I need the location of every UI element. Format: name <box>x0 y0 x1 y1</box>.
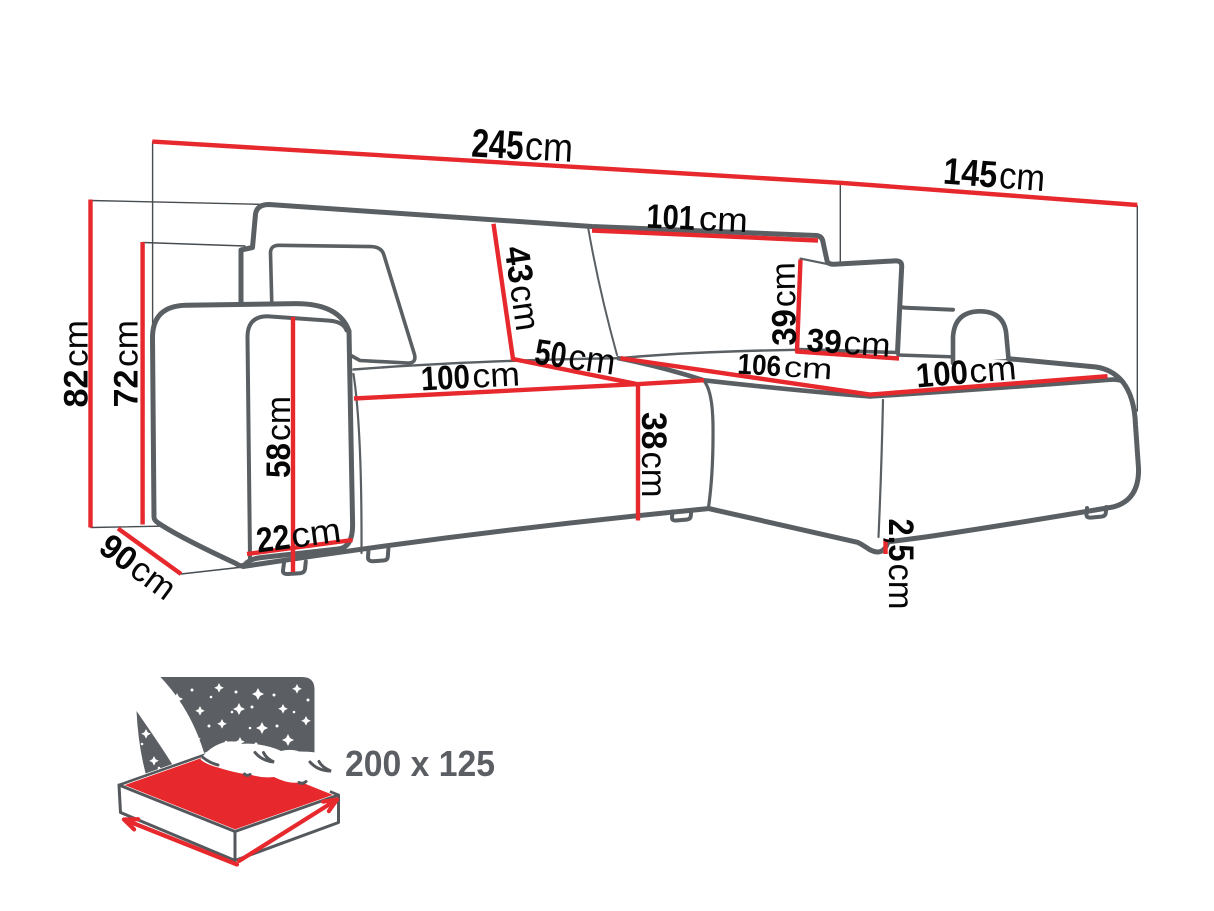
svg-text:200 x 125: 200 x 125 <box>345 743 495 784</box>
svg-text:106: 106 <box>737 349 782 384</box>
svg-text:101: 101 <box>646 198 696 238</box>
svg-text:cm: cm <box>698 200 749 240</box>
svg-text:100: 100 <box>420 358 471 399</box>
svg-text:cm: cm <box>998 154 1047 199</box>
svg-text:43: 43 <box>497 244 541 286</box>
svg-text:100: 100 <box>914 353 969 395</box>
svg-text:50: 50 <box>532 331 569 376</box>
svg-text:cm: cm <box>566 336 618 383</box>
svg-text:72: 72 <box>108 370 146 408</box>
svg-text:cm: cm <box>881 564 920 610</box>
svg-text:cm: cm <box>968 349 1018 391</box>
svg-text:145: 145 <box>942 150 999 196</box>
svg-text:39: 39 <box>765 309 804 346</box>
svg-text:cm: cm <box>471 355 520 395</box>
svg-text:cm: cm <box>765 262 804 308</box>
svg-text:22: 22 <box>254 517 292 560</box>
svg-text:cm: cm <box>289 511 344 556</box>
svg-text:cm: cm <box>108 320 146 367</box>
svg-text:cm: cm <box>842 324 891 364</box>
svg-text:cm: cm <box>58 320 96 367</box>
svg-text:cm: cm <box>634 452 673 498</box>
svg-text:2,5: 2,5 <box>881 519 920 562</box>
svg-text:cm: cm <box>524 124 574 170</box>
svg-text:82: 82 <box>58 370 96 408</box>
svg-text:245: 245 <box>471 122 525 169</box>
svg-text:38: 38 <box>634 412 673 450</box>
svg-text:cm: cm <box>783 351 833 386</box>
svg-text:cm: cm <box>502 282 547 333</box>
svg-text:39: 39 <box>806 321 843 360</box>
svg-text:58: 58 <box>260 443 298 478</box>
svg-text:cm: cm <box>260 396 298 441</box>
